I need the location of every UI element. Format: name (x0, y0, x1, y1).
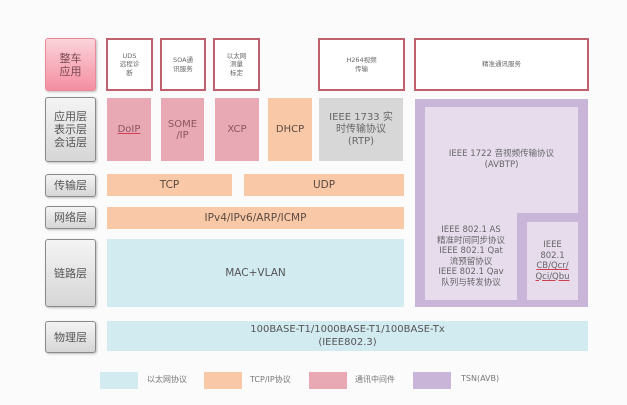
legend-swatch-middleware (309, 372, 347, 389)
app-precise-comm-service: 精准通讯服务 (414, 38, 589, 91)
layer-vehicle-app: 整车 应用 (45, 38, 96, 91)
protocol-tcp: TCP (107, 174, 232, 196)
protocol-dhcp: DHCP (268, 98, 312, 161)
protocol-xcp: XCP (215, 98, 259, 161)
layer-app-pres-session: 应用层 表示层 会话层 (45, 97, 96, 162)
protocol-ip: IPv4/IPv6/ARP/ICMP (107, 207, 404, 229)
protocol-doip: DoIP (107, 98, 151, 161)
app-soa-service: SOA通 讯服务 (160, 38, 206, 91)
legend-label-ethernet: 以太网协议 (147, 375, 187, 384)
layer-physical: 物理层 (45, 321, 96, 353)
legend-swatch-ethernet (100, 372, 138, 389)
doip-label: DoIP (117, 124, 141, 135)
layer-link: 链路层 (45, 239, 96, 307)
app-ethernet-calibration: 以太网 测量 标定 (213, 38, 260, 91)
protocol-someip: SOME /IP (161, 98, 204, 161)
cb-suffix: CB/Qcr/ Qci/Qbu (535, 261, 570, 282)
legend-swatch-tsn (413, 372, 451, 389)
cb-prefix: IEEE 802.1 (540, 240, 565, 261)
protocol-physical: 100BASE-T1/1000BASE-T1/100BASE-Tx (IEEE8… (107, 321, 588, 351)
protocol-mac-vlan: MAC+VLAN (107, 239, 404, 307)
app-h264-video: H264视频 传输 (318, 38, 405, 91)
protocol-ieee8021-cb: IEEE 802.1 CB/Qcr/ Qci/Qbu (527, 222, 578, 300)
protocol-avbtp-ieee1722: IEEE 1722 音视频传输协议 (AVBTP) (425, 107, 578, 213)
app-uds-remote-diagnosis: UDS 远程诊 断 (106, 38, 153, 91)
layer-network: 网络层 (45, 206, 96, 229)
legend-label-middleware: 通讯中间件 (355, 375, 395, 384)
legend-label-tsn: TSN(AVB) (461, 374, 500, 383)
protocol-rtp-ieee1733: IEEE 1733 实 时传输协议 (RTP) (319, 98, 403, 161)
protocol-udp: UDP (244, 174, 404, 196)
legend-swatch-tcpip (204, 372, 242, 389)
protocol-ieee8021-as-qat-qav: IEEE 802.1 AS 精准时间同步协议 IEEE 802.1 Qat 流预… (425, 213, 517, 300)
legend-label-tcpip: TCP/IP协议 (250, 375, 291, 384)
layer-transport: 传输层 (45, 174, 96, 197)
